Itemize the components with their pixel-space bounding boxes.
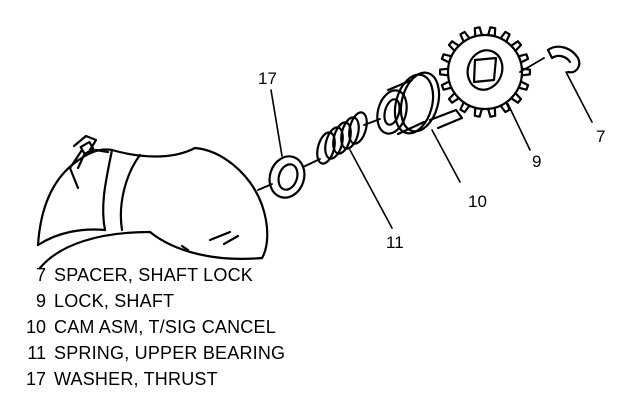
upper-bearing-spring bbox=[316, 111, 368, 165]
lock-tooth bbox=[447, 40, 460, 53]
callout-17: 17 bbox=[258, 69, 277, 88]
lock-tooth bbox=[487, 106, 497, 118]
lock-tooth bbox=[499, 101, 511, 114]
lock-tooth bbox=[499, 30, 511, 43]
legend-label: SPACER, SHAFT LOCK bbox=[54, 265, 253, 285]
lock-tooth bbox=[517, 80, 530, 91]
lock-tooth bbox=[473, 106, 483, 118]
lock-tooth bbox=[459, 101, 471, 114]
shaft-lock-spacer bbox=[546, 45, 581, 74]
legend-label: SPRING, UPPER BEARING bbox=[54, 343, 286, 363]
callout-10: 10 bbox=[468, 192, 487, 211]
shaft-lock bbox=[439, 26, 532, 118]
legend-number: 7 bbox=[35, 265, 46, 285]
legend-item: 10 CAM ASM, T/SIG CANCEL bbox=[12, 314, 372, 340]
parts-legend: 7 SPACER, SHAFT LOCK 9 LOCK, SHAFT 10 CA… bbox=[12, 262, 372, 392]
lock-tooth bbox=[487, 26, 497, 38]
lock-tooth bbox=[447, 91, 460, 104]
legend-number: 9 bbox=[35, 291, 46, 311]
lock-tooth bbox=[510, 91, 523, 104]
callout-9: 9 bbox=[532, 152, 541, 171]
lock-tooth bbox=[473, 26, 483, 38]
legend-number: 17 bbox=[25, 369, 46, 389]
lock-tooth bbox=[459, 30, 471, 43]
legend-number: 11 bbox=[27, 343, 46, 363]
legend-item: 11 SPRING, UPPER BEARING bbox=[12, 340, 372, 366]
callout-11: 11 bbox=[386, 233, 404, 252]
turn-signal-cancel-cam bbox=[376, 71, 464, 136]
thrust-washer bbox=[268, 155, 306, 199]
column-housing bbox=[36, 134, 269, 270]
leader-lines bbox=[270, 71, 593, 229]
legend-label: LOCK, SHAFT bbox=[54, 291, 175, 311]
lock-tooth bbox=[440, 53, 453, 64]
callout-7: 7 bbox=[596, 127, 605, 146]
legend-number: 10 bbox=[25, 317, 46, 337]
assembly-axis bbox=[257, 57, 545, 191]
lock-tooth bbox=[510, 40, 523, 53]
legend-label: CAM ASM, T/SIG CANCEL bbox=[54, 317, 276, 337]
lock-teeth bbox=[439, 26, 532, 118]
legend-item: 7 SPACER, SHAFT LOCK bbox=[12, 262, 372, 288]
lock-tooth bbox=[440, 80, 453, 91]
legend-item: 9 LOCK, SHAFT bbox=[12, 288, 372, 314]
legend-label: WASHER, THRUST bbox=[54, 369, 218, 389]
lock-tooth bbox=[439, 67, 450, 77]
legend-item: 17 WASHER, THRUST bbox=[12, 366, 372, 392]
lock-tooth bbox=[517, 53, 530, 64]
